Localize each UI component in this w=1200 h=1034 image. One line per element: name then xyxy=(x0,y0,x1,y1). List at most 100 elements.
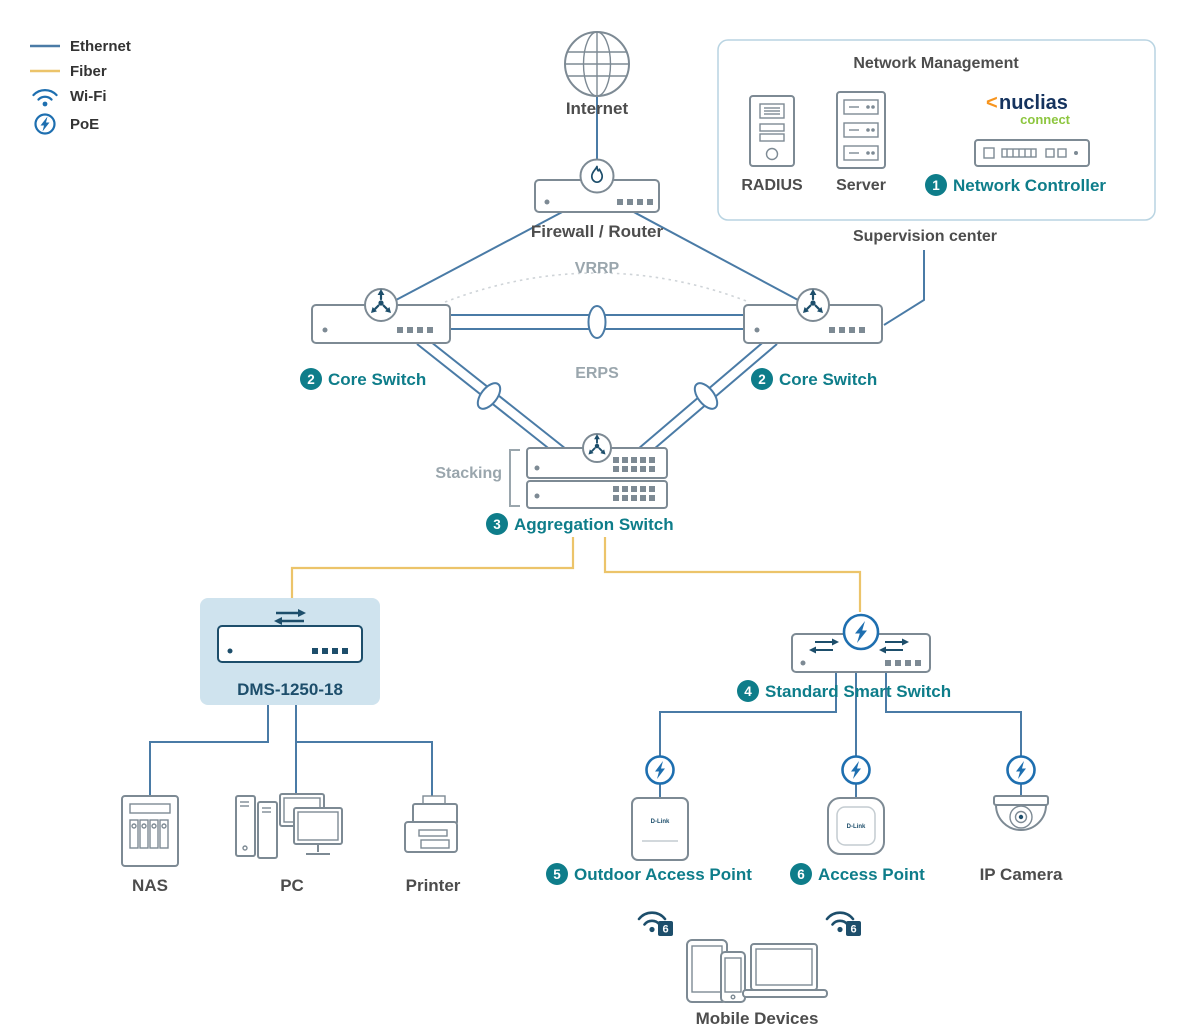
firewall-icon-circle xyxy=(579,158,615,194)
dms-label: DMS-1250-18 xyxy=(237,680,343,699)
legend-ethernet-label: Ethernet xyxy=(70,38,131,55)
nas-icon xyxy=(121,795,179,867)
lag-oval-left xyxy=(476,382,502,410)
firewall-node: Firewall / Router xyxy=(531,158,664,241)
dome-camera-icon xyxy=(993,795,1049,831)
smart-switch-label: Standard Smart Switch xyxy=(765,682,951,701)
wifi-icon xyxy=(32,88,58,107)
nas-node: NAS xyxy=(121,795,179,895)
stacking-bracket xyxy=(509,449,520,507)
rack-server-icon xyxy=(836,91,886,169)
smart-switch-badge-num: 4 xyxy=(744,684,752,699)
mobile-node: Mobile Devices xyxy=(686,939,828,1028)
flame-icon xyxy=(590,165,604,184)
management-group: Network Management RADIUS xyxy=(717,39,1156,245)
core-left-label: Core Switch xyxy=(328,370,426,389)
supervision-caption: Supervision center xyxy=(853,228,997,245)
pc-node: PC xyxy=(235,793,343,895)
poe-bolt-icon xyxy=(855,621,867,643)
link-dms-printer xyxy=(295,705,433,796)
outdoor-ap-node: D-Link xyxy=(631,797,689,861)
wifi6-left-num: 6 xyxy=(662,924,668,936)
ap-icon xyxy=(827,797,885,855)
camera-node: IP Camera xyxy=(980,795,1063,884)
radius-node: RADIUS xyxy=(741,95,803,194)
wifi6-right-num: 6 xyxy=(850,924,856,936)
agg-unit-2 xyxy=(526,480,668,509)
controller-appliance-icon xyxy=(974,139,1090,167)
core-right-badge-num: 2 xyxy=(758,372,766,387)
ap-brand: D-Link xyxy=(847,824,866,830)
dms-body xyxy=(217,625,363,663)
link-supervision-coreright xyxy=(883,250,925,326)
server-node: Server xyxy=(836,91,886,194)
poe-injectors xyxy=(645,755,1036,785)
internet-label: Internet xyxy=(566,99,629,118)
agg-badge-num: 3 xyxy=(493,517,501,532)
pc-label: PC xyxy=(280,876,304,895)
ap-badge-num: 6 xyxy=(797,867,805,882)
core-switch-left-node xyxy=(311,287,451,344)
printer-icon xyxy=(404,795,458,853)
nuclias-chevron: < xyxy=(986,92,998,114)
core-right-badge xyxy=(751,368,773,390)
agg-label: Aggregation Switch xyxy=(514,515,674,534)
nas-label: NAS xyxy=(132,876,168,895)
internet-node: Internet xyxy=(564,31,630,118)
nuclias-sub: connect xyxy=(1020,112,1071,127)
poe-icon-ap xyxy=(841,755,871,785)
radius-label: RADIUS xyxy=(741,177,803,194)
aggregation-node: Stacking xyxy=(435,433,668,509)
lag-ovals xyxy=(476,305,719,410)
printer-node: Printer xyxy=(404,795,461,895)
mobile-devices-icon xyxy=(686,939,828,1003)
globe-icon xyxy=(564,31,630,97)
controller-node xyxy=(974,139,1090,167)
poe-icon-camera xyxy=(1006,755,1036,785)
core-switch-right-node xyxy=(743,287,883,344)
core-left-badge-num: 2 xyxy=(307,372,315,387)
outdoor-ap-badge xyxy=(546,863,568,885)
link-firewall-coreright xyxy=(629,209,799,301)
left-arrows-icon xyxy=(809,638,839,654)
controller-badge-num: 1 xyxy=(932,178,940,193)
tower-server-icon xyxy=(749,95,795,167)
firewall-label: Firewall / Router xyxy=(531,222,664,241)
right-arrows-icon xyxy=(879,638,909,654)
ap-label: Access Point xyxy=(818,865,925,884)
core-left-badge xyxy=(300,368,322,390)
core-right-label: Core Switch xyxy=(779,370,877,389)
outdoor-ap-icon xyxy=(631,797,689,861)
poe-icon xyxy=(34,113,56,135)
outdoor-ap-badge-num: 5 xyxy=(553,867,561,882)
pc-icon xyxy=(235,793,343,859)
stacking-label: Stacking xyxy=(435,465,502,482)
erps-label: ERPS xyxy=(575,365,619,382)
management-title: Network Management xyxy=(853,55,1019,72)
fiber-links xyxy=(290,537,862,612)
controller-badge xyxy=(925,174,947,196)
server-label: Server xyxy=(836,177,886,194)
outdoor-ap-label: Outdoor Access Point xyxy=(574,865,752,884)
camera-label: IP Camera xyxy=(980,865,1063,884)
dms-node xyxy=(217,609,363,663)
wifi6-icon-left: 6 xyxy=(637,911,673,936)
nuclias-logo: < nuclias connect xyxy=(986,92,1071,127)
link-dms-nas xyxy=(149,705,269,796)
dual-arrows-icon xyxy=(274,609,306,625)
ap-badge xyxy=(790,863,812,885)
legend-poe-label: PoE xyxy=(70,116,99,133)
link-smart-camera xyxy=(885,672,1022,798)
vrrp-label: VRRP xyxy=(575,260,620,277)
printer-label: Printer xyxy=(406,876,461,895)
mobile-label: Mobile Devices xyxy=(696,1009,819,1028)
agg-badge xyxy=(486,513,508,535)
controller-label: Network Controller xyxy=(953,176,1106,195)
link-agg-dms xyxy=(290,537,575,600)
wifi6-icon-right: 6 xyxy=(825,911,861,936)
outdoor-ap-brand: D-Link xyxy=(651,819,670,825)
link-smart-outdoorap xyxy=(659,672,837,798)
legend-fiber-label: Fiber xyxy=(70,63,107,80)
vrrp-arc xyxy=(444,272,750,303)
